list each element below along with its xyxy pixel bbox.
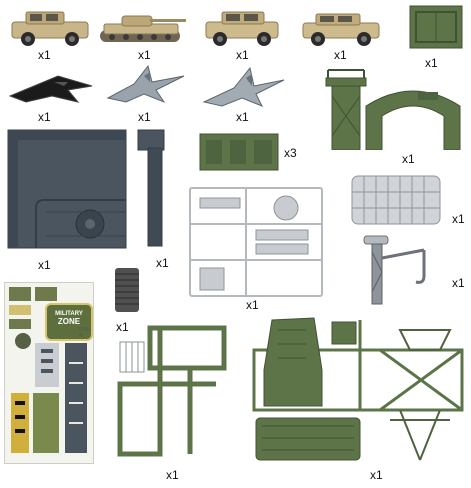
fence-panels — [198, 132, 280, 172]
tower-hangar — [318, 66, 468, 150]
qty-humvee-2: x1 — [334, 48, 347, 62]
qty-panel-small: x1 — [425, 56, 438, 70]
qty-humvee-1: x1 — [38, 48, 51, 62]
wall-panel-small — [408, 4, 464, 50]
cannon-sprue — [186, 184, 326, 300]
large-green-sprue — [250, 310, 466, 464]
coil-spring — [112, 266, 142, 314]
logo-line-2: ZONE — [57, 317, 81, 326]
qty-coil: x1 — [116, 320, 129, 334]
qty-fence-panels: x3 — [284, 146, 297, 160]
logo-line-1: MILITARY — [55, 311, 83, 317]
qty-jeep: x1 — [236, 48, 249, 62]
humvee-vehicle-2 — [300, 10, 382, 48]
qty-grill-frame: x1 — [452, 212, 465, 226]
qty-large-sprue: x1 — [370, 468, 383, 482]
jeep-vehicle — [202, 8, 282, 48]
fighter-jet-2 — [200, 64, 288, 108]
qty-jet-2: x1 — [236, 110, 249, 124]
humvee-vehicle-1 — [8, 8, 92, 48]
tank-vehicle — [98, 10, 188, 46]
sticker-code: PSS-A — [79, 327, 91, 339]
grill-frame — [348, 172, 444, 228]
qty-pillar: x1 — [156, 256, 169, 270]
qty-tower-hangar: x1 — [402, 152, 415, 166]
crane-piece — [354, 232, 438, 310]
qty-cannon-sprue: x1 — [246, 298, 259, 312]
qty-jet-1: x1 — [138, 110, 151, 124]
pillar-piece — [136, 128, 166, 248]
military-zone-logo: MILITARY ZONE — [45, 303, 93, 341]
qty-crane: x1 — [452, 276, 465, 290]
frame-sprue — [110, 322, 230, 462]
qty-tank: x1 — [138, 48, 151, 62]
heliport-base — [6, 128, 128, 250]
qty-frame-sprue: x1 — [166, 468, 179, 482]
fighter-jet-1 — [104, 62, 188, 106]
qty-heliport-base: x1 — [38, 258, 51, 272]
sticker-sheet: MILITARY ZONE PSS-A — [4, 282, 94, 464]
qty-stealth-jet: x1 — [38, 110, 51, 124]
stealth-jet — [8, 68, 94, 106]
